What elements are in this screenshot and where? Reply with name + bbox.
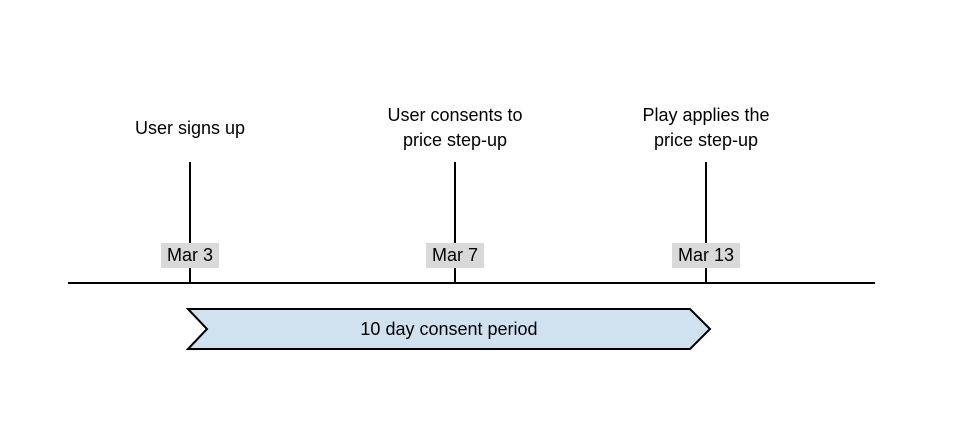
event-label-play-applies: Play applies the price step-up: [576, 103, 836, 153]
date-badge-wrap-mar3: Mar 3: [110, 243, 270, 268]
consent-period-label: 10 day consent period: [360, 318, 538, 339]
consent-period-arrow-polygon: [186, 308, 712, 350]
date-badge-mar7: Mar 7: [425, 243, 484, 268]
consent-period-arrow-shape: [186, 308, 712, 350]
event-label-line: User signs up: [134, 118, 246, 138]
date-badge-wrap-mar7: Mar 7: [375, 243, 535, 268]
event-label-line: price step-up: [653, 130, 759, 150]
date-badge-mar3: Mar 3: [160, 243, 219, 268]
event-tick-mar3: [189, 162, 191, 282]
event-tick-mar13: [705, 162, 707, 282]
date-badge-mar13: Mar 13: [671, 243, 741, 268]
event-tick-mar7: [454, 162, 456, 282]
timeline-axis-line: [68, 282, 875, 284]
event-label-line: Play applies the: [642, 105, 770, 125]
event-label-user-signs-up: User signs up: [60, 116, 320, 141]
event-label-user-consents: User consents to price step-up: [325, 103, 585, 153]
event-label-line: price step-up: [402, 130, 508, 150]
date-badge-wrap-mar13: Mar 13: [626, 243, 786, 268]
event-label-line: User consents to: [387, 105, 523, 125]
